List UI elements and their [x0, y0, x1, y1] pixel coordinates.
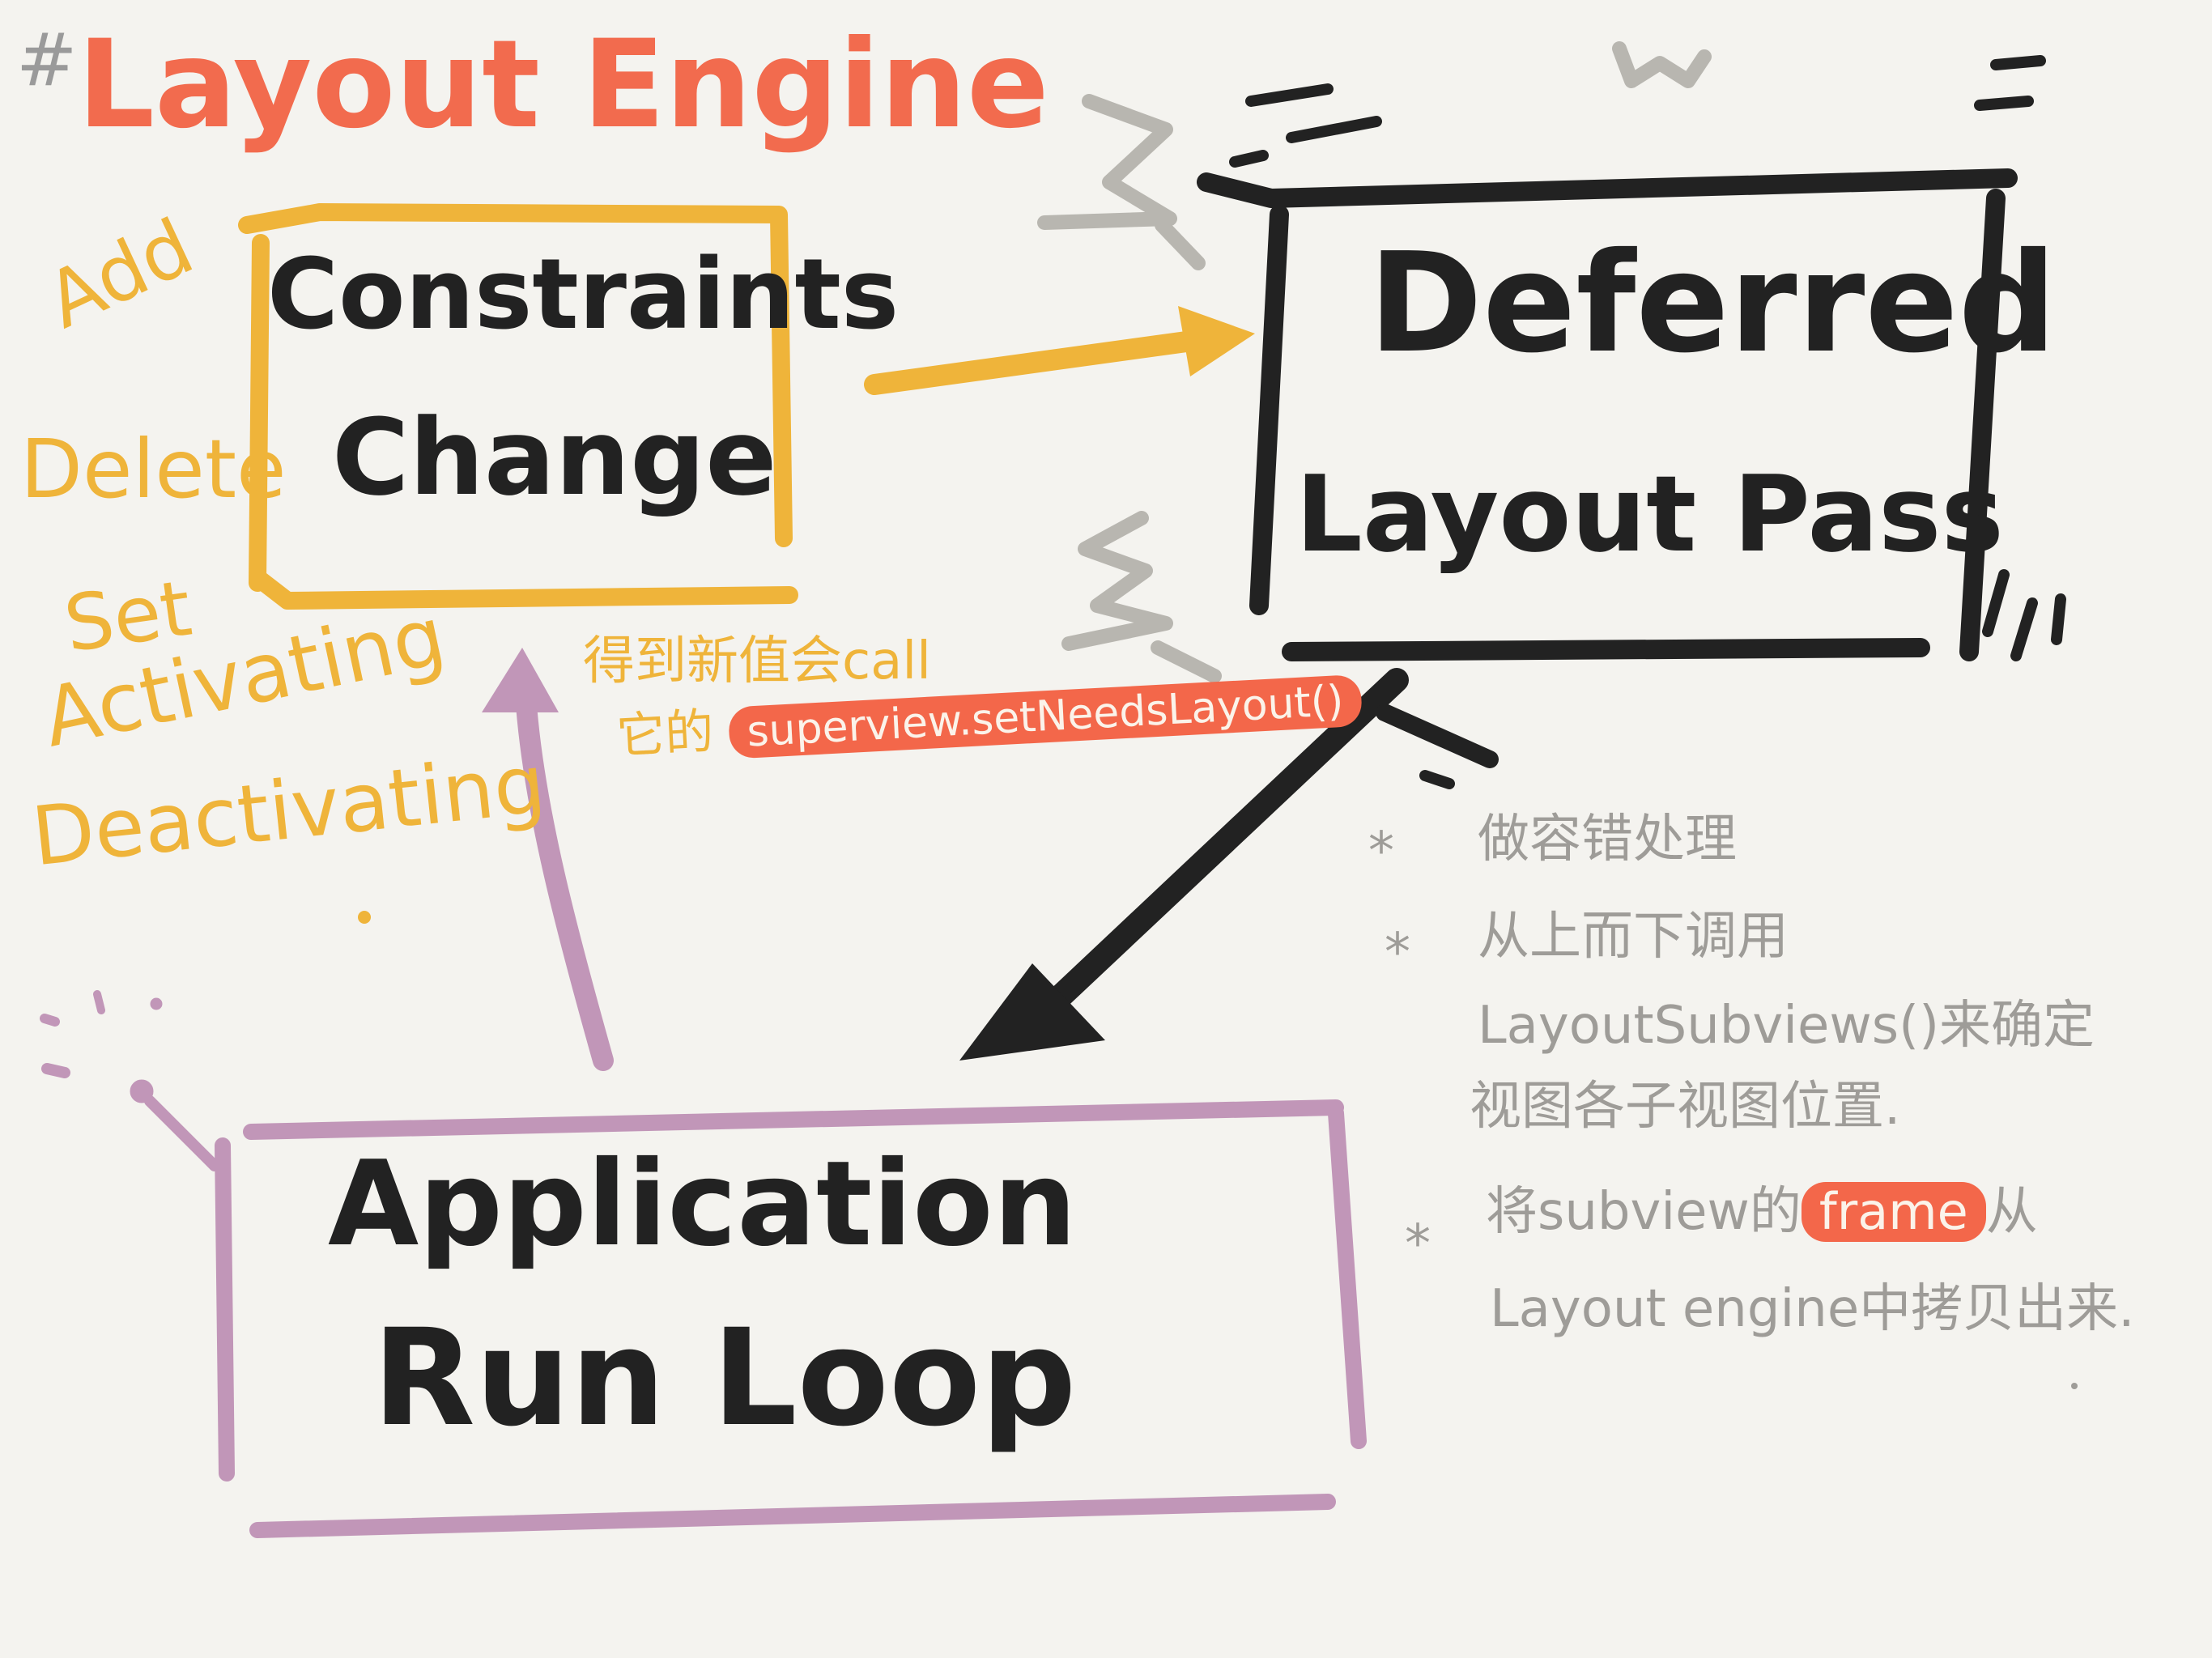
note-item2-line1: 从上而下调用 [1478, 907, 1789, 967]
note-bullet-1: * [1368, 822, 1394, 882]
runloop-box-frame [215, 1099, 1367, 1538]
yellow-dot [358, 911, 371, 924]
constraints-box-line2: Change [332, 396, 777, 519]
note-item2-line2: LayoutSubviews()来确定 [1478, 996, 2095, 1056]
emphasis-marks [1229, 55, 2066, 789]
note-bullet-2: * [1385, 923, 1410, 983]
note-item3-frame-pill: frame [1801, 1182, 1986, 1242]
deferred-box-line2: Layout Pass [1295, 453, 2004, 576]
note-item1: 做容错处理 [1478, 810, 1737, 869]
purple-marks [40, 990, 220, 1171]
note-item3-line2: Layout engine中拷贝出来. [1490, 1279, 2135, 1339]
runloop-box-line1: Application [328, 1136, 1077, 1273]
title-text: Layout Engine [77, 15, 1049, 155]
gray-dot [2071, 1383, 2078, 1389]
call-note-prefix: 它的 [615, 703, 716, 765]
runloop-box-line2: Run Loop [372, 1300, 1077, 1456]
note-item2-line3: 视图各子视图位置. [1470, 1077, 1901, 1137]
page-title: #Layout Engine [16, 24, 1049, 147]
deferred-box-line1: Deferred [1368, 223, 2057, 384]
constraints-box-frame [238, 203, 798, 610]
note-item3-suffix: 从 [1985, 1182, 2038, 1242]
title-hash: # [16, 18, 78, 103]
arrow-runloop-to-constraints [482, 648, 614, 1071]
gray-scribbles [1037, 41, 1712, 683]
action-delete: Delete [20, 422, 287, 517]
note-bullet-3: * [1405, 1214, 1431, 1274]
note-item3-prefix: 将subview的 [1486, 1182, 1802, 1242]
arrow-deferred-to-runloop [959, 668, 1499, 1061]
deferred-box-frame [1197, 168, 2018, 661]
arrow-constraints-to-deferred [864, 306, 1255, 395]
call-note-line1: 得到新值会call [583, 631, 931, 691]
constraints-box-line1: Constraints [267, 239, 900, 351]
